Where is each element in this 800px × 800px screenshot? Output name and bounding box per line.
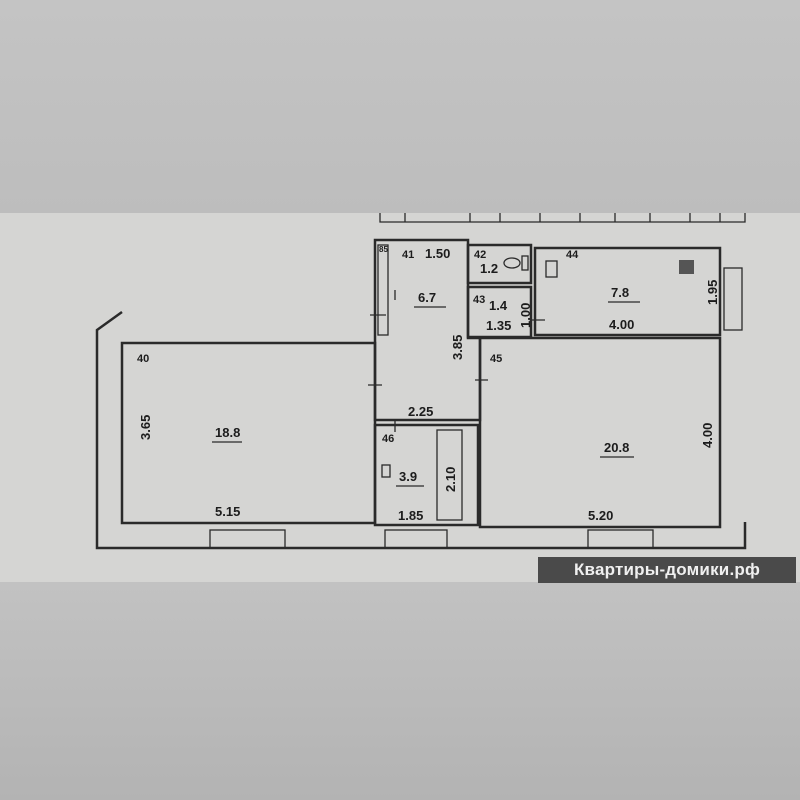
room-44-width: 4.00 (609, 317, 634, 332)
window-kitchen (723, 267, 743, 331)
floor-plan: 40 18.8 5.15 3.65 41 85 1.50 6.7 3.85 2.… (0, 213, 800, 582)
window-room-40 (209, 529, 286, 549)
room-41-depth: 3.85 (450, 335, 465, 360)
room-42-walls (466, 243, 533, 285)
room-45-walls (478, 336, 722, 529)
window-room-46 (384, 529, 448, 549)
room-45-number: 45 (490, 353, 502, 365)
room-46-walls (373, 423, 480, 527)
room-41-width: 1.50 (425, 246, 450, 261)
room-40-walls (120, 341, 377, 525)
washbasin-icon (381, 464, 391, 478)
room-40-area: 18.8 (215, 425, 240, 440)
toilet-icon (503, 257, 521, 269)
upper-wall-strip (379, 213, 746, 223)
toilet-tank-icon (521, 255, 529, 271)
room-40-number: 40 (137, 353, 149, 365)
room-42-number: 42 (474, 249, 486, 261)
room-44-walls (533, 246, 722, 337)
window-room-45 (587, 529, 654, 549)
room-45-depth: 4.00 (700, 423, 715, 448)
closet-label: 85 (379, 245, 388, 254)
watermark-logo: Квартиры-домики.рф (538, 557, 796, 583)
room-42-area: 1.2 (480, 261, 498, 276)
room-45-area: 20.8 (604, 440, 629, 455)
room-45-width: 5.20 (588, 508, 613, 523)
room-41-walls (373, 238, 482, 422)
room-40-width: 5.15 (215, 504, 240, 519)
room-41-area: 6.7 (418, 290, 436, 305)
room-46-depth: 2.10 (443, 467, 458, 492)
blurred-background-top (0, 0, 800, 213)
room-46-number: 46 (382, 433, 394, 445)
room-40-depth: 3.65 (138, 415, 153, 440)
room-46-area: 3.9 (399, 469, 417, 484)
floor-plan-drawing: 40 18.8 5.15 3.65 41 85 1.50 6.7 3.85 2.… (95, 213, 747, 550)
room-43-area: 1.4 (489, 298, 508, 313)
room-43-depth: 1.00 (518, 303, 533, 328)
room-44-area: 7.8 (611, 285, 629, 300)
blurred-background-bottom (0, 582, 800, 800)
room-43-number: 43 (473, 294, 485, 306)
room-41-number: 41 (402, 249, 414, 261)
room-41-extra-width: 2.25 (408, 404, 433, 419)
outer-wall (95, 310, 747, 550)
room-44-number: 44 (566, 249, 579, 261)
stove-icon (679, 260, 694, 274)
room-43-width: 1.35 (486, 318, 511, 333)
room-44-depth: 1.95 (705, 280, 720, 305)
bathtub-icon (436, 429, 463, 521)
closet (377, 244, 389, 336)
room-46-width: 1.85 (398, 508, 423, 523)
sink-icon (545, 260, 558, 278)
